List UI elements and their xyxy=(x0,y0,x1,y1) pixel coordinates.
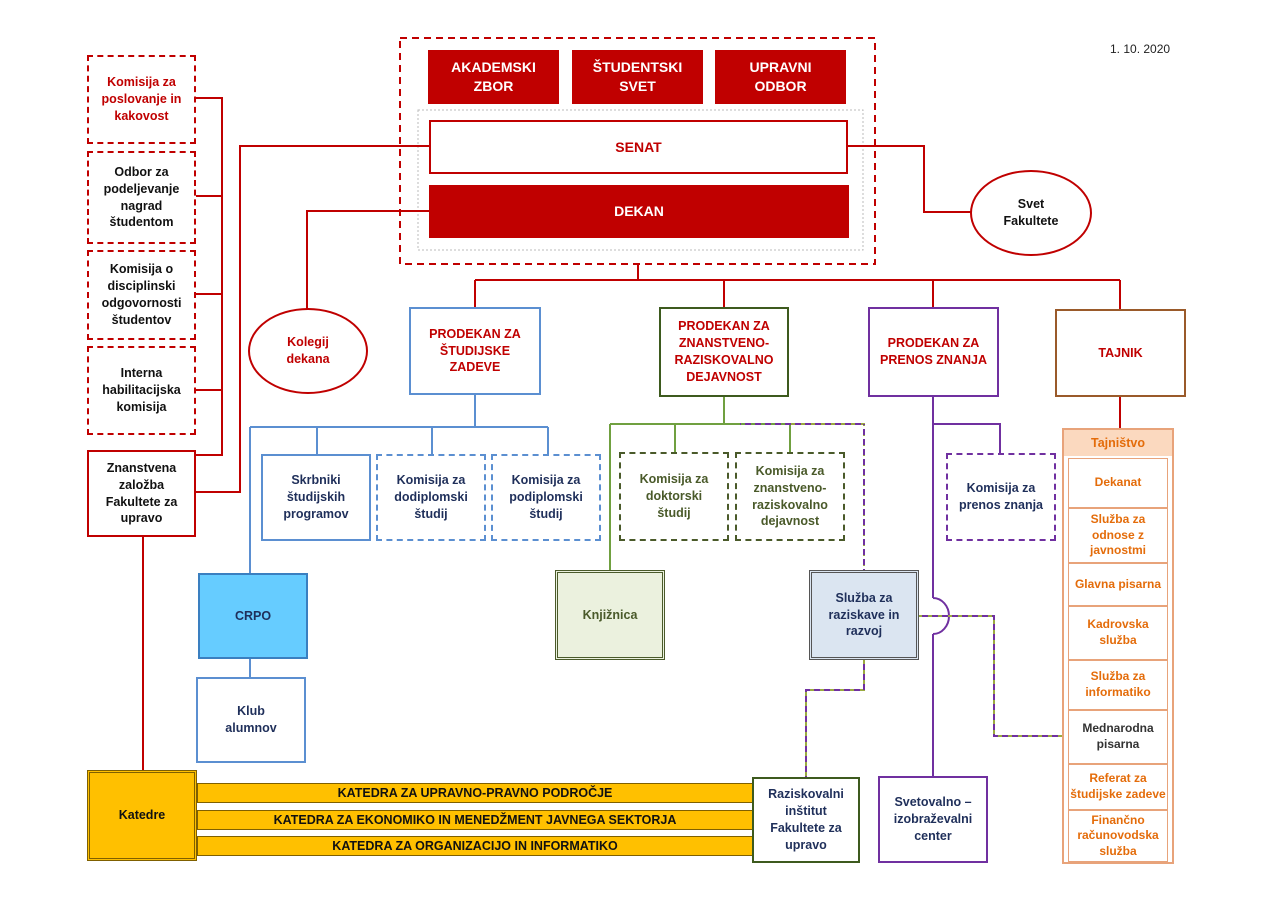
tajnistvo-item-dekanat: Dekanat xyxy=(1068,458,1168,508)
komisija-disciplinska-box: Komisija o disciplinski odgovornosti štu… xyxy=(87,250,196,340)
komisija-znanstveno-box: Komisija za znanstveno- raziskovalno dej… xyxy=(735,452,845,541)
katedra-organizacija-bar: KATEDRA ZA ORGANIZACIJO IN INFORMATIKO xyxy=(197,836,753,856)
komisija-podiplomski-box: Komisija za podiplomski študij xyxy=(491,454,601,541)
katedre-box: Katedre xyxy=(87,770,197,861)
tajnistvo-panel: Tajništvo Dekanat Služba za odnose z jav… xyxy=(1062,428,1174,864)
tajnistvo-item-informatika: Služba za informatiko xyxy=(1068,660,1168,710)
tajnistvo-item-mednarodna: Mednarodna pisarna xyxy=(1068,710,1168,764)
svetovalno-center-box: Svetovalno – izobraževalni center xyxy=(878,776,988,863)
tajnistvo-item-odnosi-z-javnostmi: Služba za odnose z javnostmi xyxy=(1068,508,1168,563)
akademski-zbor-box: AKADEMSKI ZBOR xyxy=(428,50,559,104)
komisija-doktorski-box: Komisija za doktorski študij xyxy=(619,452,729,541)
tajnik-box: TAJNIK xyxy=(1055,309,1186,397)
katedra-ekonomika-bar: KATEDRA ZA EKONOMIKO IN MENEDŽMENT JAVNE… xyxy=(197,810,753,830)
crpo-box: CRPO xyxy=(198,573,308,659)
tajnistvo-item-referat: Referat za študijske zadeve xyxy=(1068,764,1168,810)
komisija-prenos-znanja-box: Komisija za prenos znanja xyxy=(946,453,1056,541)
habilitacijska-komisija-box: Interna habilitacijska komisija xyxy=(87,346,196,435)
tajnistvo-item-financna: Finančno računovodska služba xyxy=(1068,810,1168,862)
raziskovalni-institut-box: Raziskovalni inštitut Fakultete za uprav… xyxy=(752,777,860,863)
tajnistvo-title: Tajništvo xyxy=(1064,430,1172,456)
prodekan-raziskovalno-box: PRODEKAN ZA ZNANSTVENO- RAZISKOVALNO DEJ… xyxy=(659,307,789,397)
tajnistvo-item-glavna-pisarna: Glavna pisarna xyxy=(1068,563,1168,606)
senat-box: SENAT xyxy=(429,120,848,174)
komisija-poslovanje-box: Komisija za poslovanje in kakovost xyxy=(87,55,196,144)
skrbniki-programov-box: Skrbniki študijskih programov xyxy=(261,454,371,541)
upravni-odbor-box: UPRAVNI ODBOR xyxy=(715,50,846,104)
dekan-box: DEKAN xyxy=(429,185,849,238)
studentski-svet-box: ŠTUDENTSKI SVET xyxy=(572,50,703,104)
prodekan-studijske-zadeve-box: PRODEKAN ZA ŠTUDIJSKE ZADEVE xyxy=(409,307,541,395)
katedra-upravno-pravno-bar: KATEDRA ZA UPRAVNO-PRAVNO PODROČJE xyxy=(197,783,753,803)
date-label: 1. 10. 2020 xyxy=(1110,42,1171,56)
senat-dekan-frame xyxy=(417,109,864,251)
knjiznica-box: Knjižnica xyxy=(555,570,665,660)
svet-fakultete-oval: Svet Fakultete xyxy=(970,170,1092,256)
sluzba-raziskave-razvoj-box: Služba za raziskave in razvoj xyxy=(809,570,919,660)
odbor-nagrade-box: Odbor za podeljevanje nagrad študentom xyxy=(87,151,196,244)
kolegij-dekana-oval: Kolegij dekana xyxy=(248,308,368,394)
prodekan-prenos-znanja-box: PRODEKAN ZA PRENOS ZNANJA xyxy=(868,307,999,397)
komisija-dodiplomski-box: Komisija za dodiplomski študij xyxy=(376,454,486,541)
klub-alumnov-box: Klub alumnov xyxy=(196,677,306,763)
tajnistvo-item-kadrovska: Kadrovska služba xyxy=(1068,606,1168,660)
znanstvena-zalozba-box: Znanstvena založba Fakultete za upravo xyxy=(87,450,196,537)
